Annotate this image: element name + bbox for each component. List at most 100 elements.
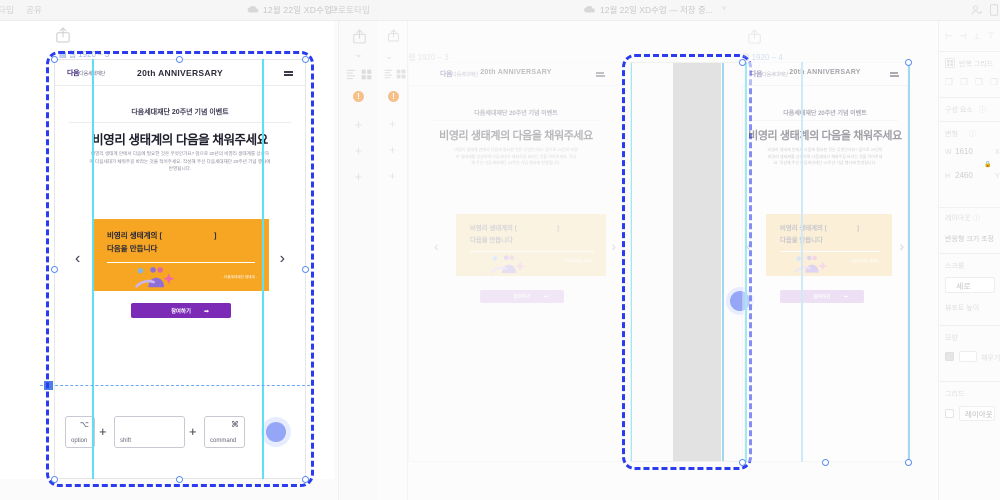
plus-icon[interactable]: + [388,143,397,157]
account-icon[interactable] [970,4,982,16]
menu-icon[interactable] [890,72,899,76]
subtract-icon[interactable]: ❐ [960,77,969,87]
chevron-down-icon[interactable]: ˅ [722,4,727,13]
divider [69,122,291,123]
plus-icon[interactable]: + [354,117,363,132]
exclude-icon[interactable]: ❐ [990,77,999,87]
left-window-canvas[interactable]: ⌄ ! + + + ▤웹 1920 – 3 [0,21,378,500]
artboard-4[interactable] [742,62,908,462]
resize-handle[interactable] [822,459,829,466]
info-icon[interactable]: ⓘ [969,131,976,138]
document-title: 12월 22일 XD수업 — 저장 중... [600,5,713,15]
union-icon[interactable]: ❐ [945,77,954,87]
resize-handle[interactable] [302,476,309,483]
guide-handle[interactable] [44,381,53,390]
resize-handle[interactable] [51,266,58,273]
intersect-icon[interactable]: ❐ [975,77,984,87]
next-arrow[interactable]: › [611,238,616,254]
grid-layout-select[interactable]: 레이아웃 [959,406,995,421]
resize-handle[interactable] [739,59,746,66]
next-arrow[interactable]: › [279,250,285,267]
plus-icon[interactable]: + [388,117,397,131]
prev-arrow[interactable]: ‹ [434,238,439,254]
cta-button[interactable]: 참여하기 ➡ [480,290,564,303]
cta-button[interactable]: 참여하기 ➡ [780,290,864,303]
layers-icon[interactable] [346,69,357,80]
share-icon[interactable] [388,29,399,42]
scroll-select[interactable]: 세로 [945,277,995,293]
page-header [742,62,908,86]
event-card[interactable]: 비영리 생태계의 [] 다음을 만듭니다 - 다음세대재단 생태계 - [766,214,892,276]
command-glyph: ⌘ [231,420,239,429]
resize-handle[interactable] [302,266,309,273]
share-icon[interactable] [748,29,761,44]
width-value[interactable]: 1610 [955,147,973,156]
resize-handle[interactable] [51,476,58,483]
assets-icon[interactable] [361,69,372,80]
artboard-mid[interactable] [630,62,745,462]
logo: 20th ANNIVERSARY 다음다음세대재단 [440,69,478,79]
align-top-icon[interactable]: ⊤ [987,31,995,41]
event-eyebrow: 다음세대재단 20주년 기념 이벤트 [131,109,229,116]
align-right-icon[interactable]: ⊥ [973,31,981,41]
appearance-label: 모양 [945,335,958,342]
prev-arrow[interactable]: ‹ [75,250,81,267]
repeat-grid-icon[interactable] [945,58,955,68]
plus-icon[interactable]: + [388,169,397,183]
warning-badge[interactable]: ! [388,91,399,102]
command-label: command [210,438,237,444]
info-icon[interactable]: ⓘ [979,107,986,114]
height-value[interactable]: 2460 [955,171,973,180]
logo-sub: 다음세대재단 [452,72,479,78]
prev-arrow[interactable]: ‹ [746,238,751,254]
share-icon[interactable] [56,27,70,43]
fill-swatch[interactable] [959,351,977,362]
event-card[interactable]: 비영리 생태계의 [] 다음을 만듭니다 - 다음세대재단 생태계 - [93,219,269,291]
warning-badge[interactable]: ! [353,91,364,102]
resize-handle[interactable] [905,459,912,466]
resize-handle[interactable] [176,476,183,483]
menu-item-share[interactable]: 공유 [26,5,43,15]
share-icon[interactable] [353,29,366,44]
layers-icon[interactable] [384,69,394,79]
right-window-canvas[interactable]: 웹 1920 – 3 20th ANNIVERSARY 다음다음세대재단 20t… [408,21,938,500]
card-line-1: 비영리 생태계의 [] [780,225,859,232]
selection-outline-mid [622,54,752,470]
chevron-down-icon[interactable]: ⌄ [354,49,363,60]
logo-main: 다음 [67,70,80,77]
menu-icon[interactable] [284,71,293,76]
card-line-2: 다음을 만듭니다 [107,244,158,253]
event-card[interactable]: 비영리 생태계의 [] 다음을 만듭니다 - 다음세대재단 생태계 - [456,214,606,276]
cta-button[interactable]: 참여하기 ➡ [131,303,231,318]
resize-handle[interactable] [176,56,183,63]
info-icon[interactable]: ⓘ [973,215,980,222]
tab-prototype[interactable]: 프로토타입 [330,5,371,15]
artboard-label-4[interactable]: 웹 1920 – 4 [742,53,783,62]
logo-main: 다음 [750,71,763,78]
align-left-icon[interactable]: ⊢ [945,31,953,41]
resize-handle[interactable] [302,56,309,63]
menu-item-type[interactable]: 타입 [0,5,15,15]
plus-separator: + [99,424,107,439]
artboard-label-3[interactable]: ▤웹 1920 – 3 [59,50,110,59]
resize-handle[interactable] [905,59,912,66]
plus-icon[interactable]: + [354,143,363,158]
key-command: ⌘ command [204,416,245,448]
repeat-grid-label[interactable]: 반복 그리드 [959,61,994,68]
resize-handle[interactable] [739,459,746,466]
cloud-icon [584,6,595,13]
lock-icon[interactable]: 🔒 [984,162,992,168]
resize-handle[interactable] [51,56,58,63]
grid-layout-checkbox[interactable] [945,409,954,418]
menu-icon[interactable] [596,72,605,76]
responsive-resize-label[interactable]: 반응형 크기 조정 [945,236,994,243]
next-arrow[interactable]: › [899,238,904,254]
assets-icon[interactable] [396,69,406,79]
artboard-label-3[interactable]: 웹 1920 – 3 [408,53,449,62]
fill-checkbox[interactable] [945,352,954,361]
dragged-rectangle[interactable] [673,62,721,462]
device-preview-icon[interactable] [989,4,999,16]
chevron-down-icon[interactable]: ⌄ [385,51,393,61]
plus-icon[interactable]: + [354,169,363,184]
align-center-h-icon[interactable]: ⊣ [959,31,967,41]
